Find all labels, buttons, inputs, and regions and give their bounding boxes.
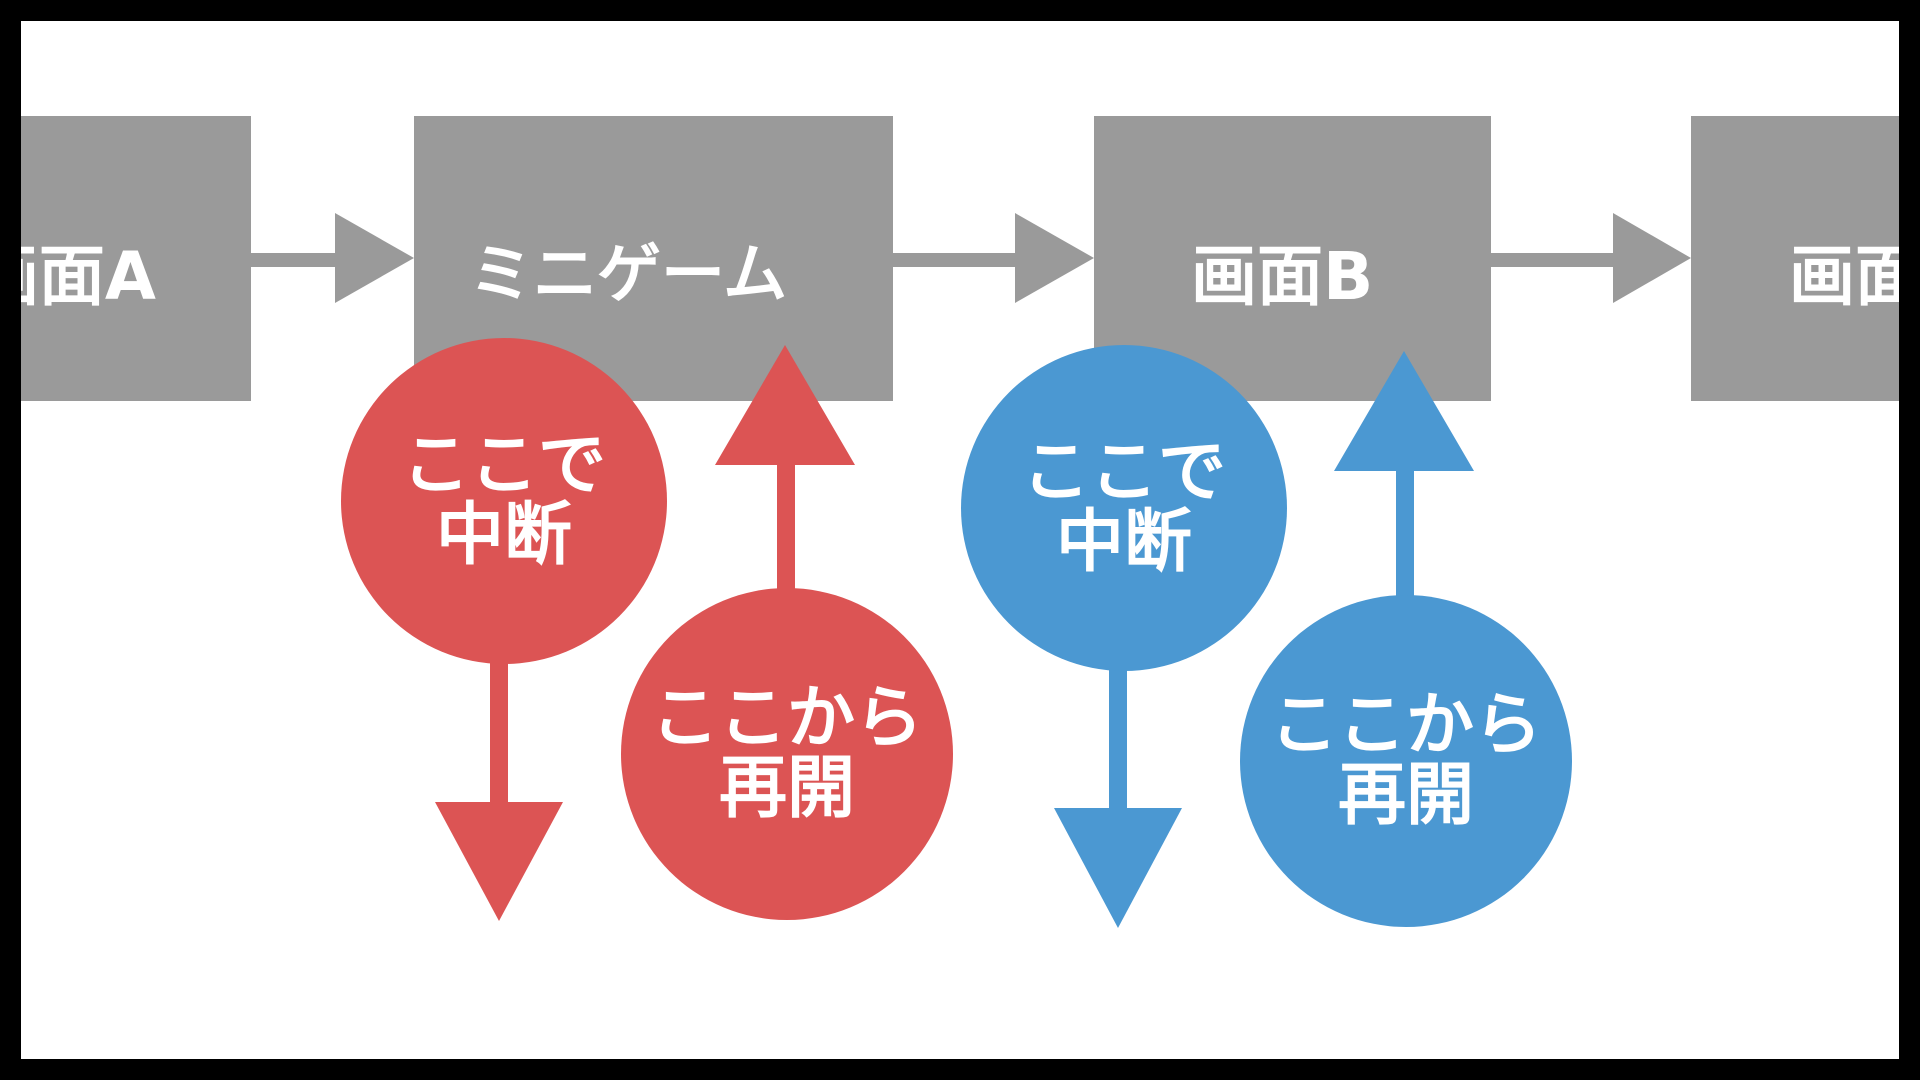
- screen-b-pause-bubble: ここで 中断: [961, 345, 1287, 671]
- minigame-pause-down-arrow: [435, 641, 563, 921]
- screen-b-pause-down-arrow: [1054, 646, 1182, 928]
- screen-a-box: 画面A: [21, 116, 251, 401]
- minigame-pause-bubble: ここで 中断: [341, 338, 667, 664]
- flow-arrow-a-to-minigame: [229, 213, 414, 303]
- flow-arrow-minigame-to-b: [893, 213, 1094, 303]
- minigame-label: ミニゲーム: [469, 238, 788, 312]
- screen-b-pause-text: ここで 中断: [1021, 433, 1226, 582]
- next-screen-box: 画面: [1691, 116, 1899, 401]
- minigame-pause-text: ここで 中断: [401, 426, 606, 575]
- screen-b-label: 画面B: [1191, 238, 1374, 315]
- arrows-layer: [229, 213, 1691, 928]
- screen-b-resume-text: ここから 再開: [1269, 686, 1542, 835]
- screen-b-resume-up-arrow: [1334, 351, 1474, 636]
- flow-arrow-b-to-next: [1491, 213, 1691, 303]
- minigame-resume-bubble: ここから 再開: [621, 588, 953, 920]
- slide: 画面A ミニゲーム 画面B 画面: [21, 21, 1899, 1059]
- next-screen-label: 画面: [1789, 238, 1899, 315]
- screen-a-label: 画面A: [21, 238, 156, 315]
- screen-b-resume-bubble: ここから 再開: [1240, 595, 1572, 927]
- minigame-resume-text: ここから 再開: [650, 679, 923, 828]
